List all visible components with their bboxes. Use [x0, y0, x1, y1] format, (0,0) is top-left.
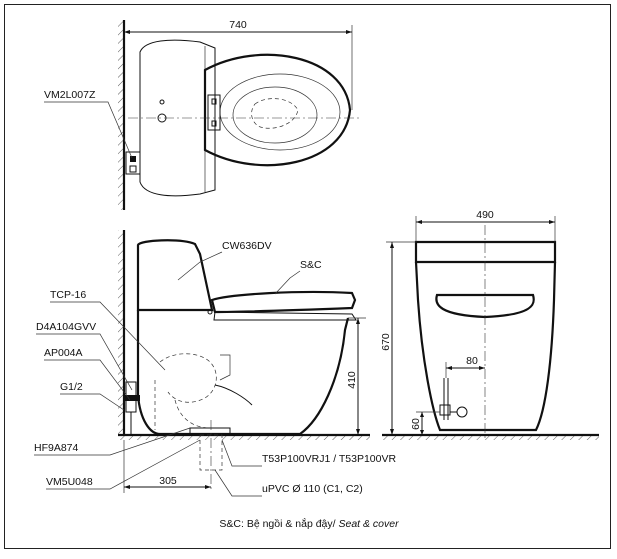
label-ap004a: AP004A [44, 347, 83, 359]
label-hf9a874: HF9A874 [34, 442, 79, 454]
dim-80-text: 80 [466, 355, 478, 367]
trap-side [159, 353, 217, 403]
dim-670-text: 670 [380, 333, 392, 351]
tank-top-outline [139, 39, 216, 197]
label-cw636dv: CW636DV [222, 240, 272, 252]
drawing-frame [4, 4, 611, 549]
top-view: 740 VM2L007Z [44, 19, 360, 210]
stop-valve-top [125, 151, 141, 175]
floor-hatch-front [382, 435, 599, 440]
caption-italic: Seat & cover [336, 518, 400, 530]
caption-main: S&C: Bệ ngồi & nắp đậy/ [219, 517, 335, 530]
dim-490-text: 490 [476, 209, 494, 221]
floor-hatch-side [118, 435, 370, 440]
label-g12: G1/2 [60, 381, 83, 393]
valve-front [439, 404, 451, 416]
dim-60-text: 60 [410, 418, 422, 430]
wall-hatch-top [118, 20, 124, 210]
seat-ring-top [219, 73, 341, 151]
dim-410-text: 410 [346, 371, 358, 389]
dim-305-text: 305 [159, 475, 177, 487]
tank-front [414, 240, 557, 264]
hinge-top [207, 94, 221, 131]
label-upvc: uPVC Ø 110 (C1, C2) [262, 483, 363, 495]
seat-cover-side [210, 290, 357, 314]
bowl-opening-top [251, 98, 299, 129]
label-t53p100: T53P100VRJ1 / T53P100VR [262, 453, 396, 465]
tank-side [136, 239, 214, 312]
front-view: 490 670 80 60 [380, 209, 599, 440]
seat-outer-top [203, 53, 352, 167]
label-vm2l007z: VM2L007Z [44, 89, 96, 101]
label-d4a104gvv: D4A104GVV [36, 321, 96, 333]
caption: S&C: Bệ ngồi & nắp đậy/ Seat & cover [219, 517, 399, 530]
flush-hole-top [157, 113, 167, 123]
side-view: 410 305 CW636DV S&C TCP-16 D4A104GVV AP0… [34, 230, 396, 497]
label-vm5u048: VM5U048 [46, 476, 93, 488]
bowl-side [136, 310, 350, 436]
leader-vm2l007z [44, 101, 133, 159]
wall-hatch-side [118, 230, 124, 435]
bowl-front [414, 261, 557, 432]
dim-740-text: 740 [229, 19, 247, 31]
label-tcp16: TCP-16 [50, 289, 86, 301]
label-sc: S&C [300, 259, 322, 271]
